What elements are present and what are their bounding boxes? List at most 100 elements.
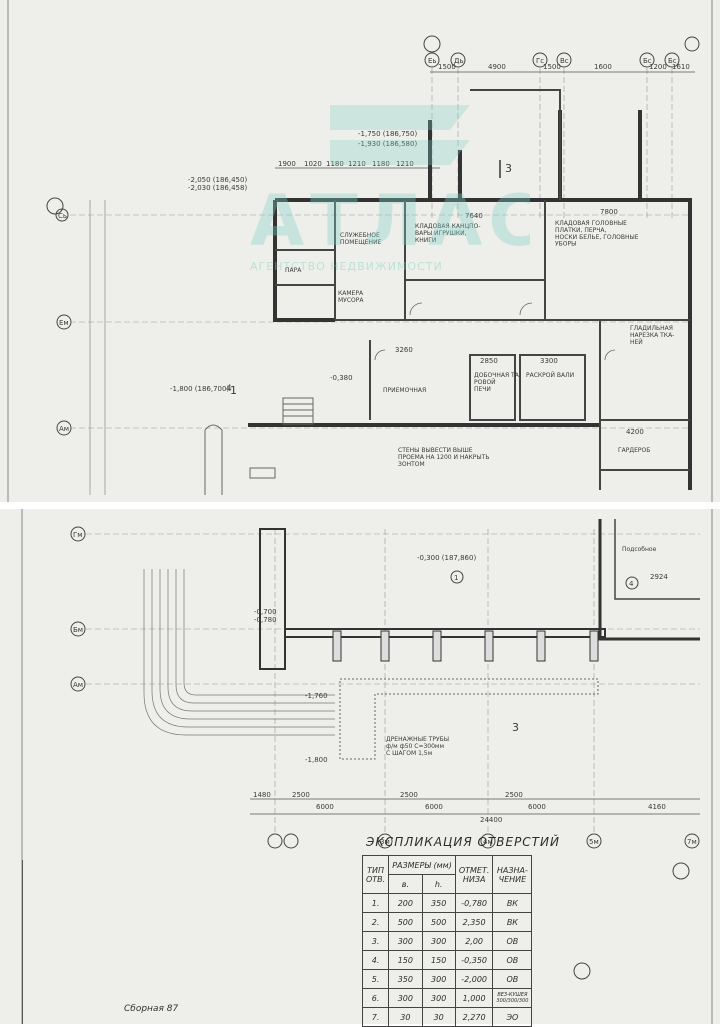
svg-text:1200: 1200 <box>649 63 667 71</box>
svg-text:6000: 6000 <box>316 803 334 811</box>
room-label: ПАРА <box>285 267 302 274</box>
room-label: ПРИЕМОЧНАЯ <box>383 387 426 394</box>
table-cell: 300 <box>388 931 423 951</box>
axis-lines <box>70 68 690 429</box>
handwritten-note: Сборная 87 <box>124 1004 179 1014</box>
svg-text:-2,050 (186,450): -2,050 (186,450) <box>188 176 247 184</box>
ramp-lines <box>143 569 335 736</box>
partitions-top <box>275 89 690 490</box>
svg-text:-1,760: -1,760 <box>305 692 328 700</box>
axis-label: Ем <box>59 319 69 327</box>
table-cell: 500 <box>421 912 456 932</box>
table-cell: -0,780 <box>454 893 494 913</box>
section-marker: 1 <box>230 384 237 397</box>
axis-label: Еь <box>428 57 437 65</box>
openings-explication: ЭКСПЛИКАЦИЯ ОТВЕРСТИЙ ТИП ОТВ. РАЗМЕРЫ (… <box>361 835 702 1027</box>
dimensions-top: 1500 4900 1500 1600 1200 1610 <box>438 63 690 71</box>
svg-text:-1,800 (186,700): -1,800 (186,700) <box>170 385 229 393</box>
axis-bubbles-bottom <box>70 526 700 980</box>
axis-bubble-labels-bottom: Гм Бм Ам 3м 4м 5м 7м <box>73 531 697 846</box>
openings-table: ТИП ОТВ. РАЗМЕРЫ (мм) ОТМЕТ. НИЗА НАЗНА-… <box>361 855 533 1027</box>
table-cell: 150 <box>421 950 456 970</box>
svg-text:4160: 4160 <box>648 803 666 811</box>
axis-label: Бс <box>668 57 677 65</box>
col-header: ОТМЕТ. НИЗА <box>454 855 494 894</box>
svg-text:1480: 1480 <box>253 791 271 799</box>
svg-text:2924: 2924 <box>650 573 668 581</box>
svg-text:-1,800: -1,800 <box>305 756 328 764</box>
svg-text:4: 4 <box>629 580 634 588</box>
table-cell: 1. <box>361 893 390 913</box>
svg-text:4200: 4200 <box>626 428 644 436</box>
top-floor-plan-drawing: Еь Дь Гс Вс Бс Бс Сь Ем Ам 1500 4900 150… <box>7 0 713 502</box>
svg-text:3300: 3300 <box>540 357 558 365</box>
explication-title: ЭКСПЛИКАЦИЯ ОТВЕРСТИЙ <box>366 835 560 849</box>
table-cell: 3. <box>361 931 390 951</box>
col-subheader: h. <box>421 874 456 894</box>
table-cell: 150 <box>388 950 423 970</box>
axis-label: Вс <box>560 57 569 65</box>
bottom-floor-plan-drawing: Гм Бм Ам 3м 4м 5м 7м 1480 2500 6000 2500… <box>21 509 713 1024</box>
svg-text:-0,300 (187,860): -0,300 (187,860) <box>417 554 476 562</box>
svg-text:1610: 1610 <box>672 63 690 71</box>
table-cell: 300 <box>421 969 456 989</box>
axis-label: Дь <box>454 57 464 65</box>
table-cell: 2. <box>361 912 390 932</box>
section-marker: 3 <box>512 721 519 734</box>
col-header: РАЗМЕРЫ (мм) <box>388 855 456 875</box>
table-cell: ВК <box>492 912 533 932</box>
table-cell: ВК <box>492 893 533 913</box>
table-cell: 1,000 <box>454 988 494 1008</box>
room-label: КЛАДОВАЯ КАНЦПО-ВАРЫ ИГРУШКИ,КНИГИ <box>415 223 481 244</box>
table-cell: -0,350 <box>454 950 494 970</box>
table-cell: ОВ <box>492 969 533 989</box>
title-block-stamp <box>0 860 23 1024</box>
svg-text:1: 1 <box>454 574 458 582</box>
svg-text:24400: 24400 <box>480 816 502 824</box>
svg-text:7м: 7м <box>687 838 697 846</box>
svg-text:6000: 6000 <box>528 803 546 811</box>
table-cell: 350 <box>421 893 456 913</box>
svg-text:Бм: Бм <box>73 626 83 634</box>
svg-text:1210: 1210 <box>396 160 414 168</box>
svg-text:1180: 1180 <box>372 160 390 168</box>
section-marker: 3 <box>505 162 512 175</box>
table-cell: 300 <box>421 931 456 951</box>
dimensions-row: 1900 1020 1180 1210 1180 1210 <box>278 160 414 168</box>
svg-text:2500: 2500 <box>505 791 523 799</box>
svg-text:Гм: Гм <box>73 531 83 539</box>
table-cell: 6. <box>361 988 390 1008</box>
axis-label: Гс <box>536 57 544 65</box>
col-subheader: в. <box>388 874 423 894</box>
table-cell: ОВ <box>492 950 533 970</box>
svg-text:4900: 4900 <box>488 63 506 71</box>
svg-text:-1,750 (186,750): -1,750 (186,750) <box>358 130 417 138</box>
table-cell: 300 <box>388 988 423 1008</box>
top-floor-plan-sheet: Еь Дь Гс Вс Бс Бс Сь Ем Ам 1500 4900 150… <box>0 0 720 502</box>
svg-text:4: 4 <box>226 384 232 394</box>
svg-text:Ам: Ам <box>73 681 83 689</box>
svg-text:2500: 2500 <box>292 791 310 799</box>
room-label: РАСКРОЙ ВАЛИ <box>526 372 574 379</box>
table-cell: 2,350 <box>454 912 494 932</box>
svg-text:2500: 2500 <box>400 791 418 799</box>
sheet-divider <box>0 502 720 509</box>
axis-label: Бс <box>643 57 652 65</box>
table-cell: 4. <box>361 950 390 970</box>
svg-text:3м: 3м <box>380 838 390 846</box>
svg-text:7800: 7800 <box>600 208 618 216</box>
svg-text:1900: 1900 <box>278 160 296 168</box>
svg-text:-0,380: -0,380 <box>330 374 353 382</box>
table-cell: 5. <box>361 969 390 989</box>
svg-text:1500: 1500 <box>438 63 456 71</box>
axis-label: Сь <box>58 212 67 220</box>
level-marks-top: -1,750 (186,750) -1,930 (186,580) -2,050… <box>170 130 417 393</box>
room-label: Подсобное <box>622 546 657 553</box>
